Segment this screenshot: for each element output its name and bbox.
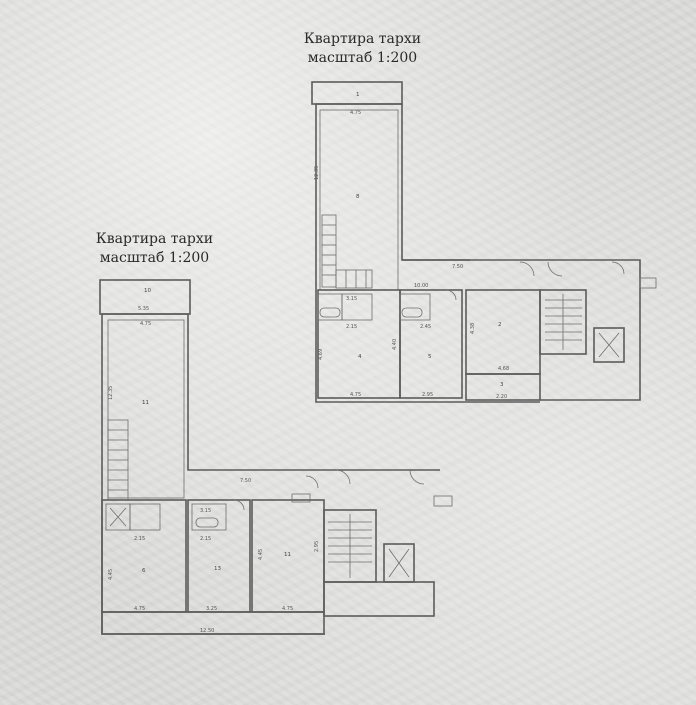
door-arc-right-1	[519, 261, 535, 277]
door-arc-right-4	[445, 289, 457, 301]
dim-right-7: 4.40	[392, 339, 398, 350]
outer-wall-left	[101, 313, 440, 635]
door-arc-left-3	[305, 475, 319, 489]
dim-left-11: 4.45	[258, 549, 264, 560]
plan-title-left: Квартира тархи масштаб 1:200	[92, 230, 217, 268]
dim-right-3: 3.15	[346, 296, 357, 302]
inner-stair-left	[107, 419, 129, 501]
room-label-left-3: 13	[214, 566, 221, 572]
dim-left-2: 12.35	[108, 386, 114, 400]
landing-left	[323, 581, 435, 617]
room-label-right-1: 8	[356, 194, 360, 200]
room-11-left	[107, 319, 185, 499]
room-label-left-2: 6	[142, 568, 146, 574]
dim-right-6: 2.45	[420, 324, 431, 330]
door-arc-right-2	[547, 261, 563, 277]
dim-right-9: 4.75	[350, 392, 361, 398]
corridor-wall-right	[402, 259, 641, 401]
plan-right: 4.75 12.35 7.50 3.15 2.15 10.00 2.45 4.4…	[311, 81, 657, 403]
dim-left-0: 5.35	[138, 306, 149, 312]
dim-right-13: 2.20	[496, 394, 507, 400]
stair-steps-left	[328, 514, 372, 578]
dim-left-9: 4.75	[282, 606, 293, 612]
room-label-right-2: 4	[358, 354, 362, 360]
plan-title-left-line2: масштаб 1:200	[99, 250, 210, 266]
dim-right-2: 7.50	[452, 264, 463, 270]
dim-right-1: 12.35	[314, 166, 320, 180]
dim-right-10: 2.95	[422, 392, 433, 398]
room-4-right	[317, 289, 401, 399]
dim-left-1: 4.75	[140, 321, 151, 327]
plan-title-right-line2: масштаб 1:200	[307, 50, 418, 66]
dim-right-0: 4.75	[350, 110, 361, 116]
room-label-right-0: 1	[356, 92, 360, 98]
dim-right-8: 4.68	[498, 366, 509, 372]
room-label-left-1: 11	[142, 400, 149, 406]
dim-left-5: 2.15	[200, 536, 211, 542]
dim-left-10: 3.15	[200, 508, 211, 514]
dim-left-8: 4.45	[108, 569, 114, 580]
room-8-right	[319, 109, 399, 291]
room-2-right	[465, 289, 541, 375]
room-3-right	[465, 373, 541, 401]
room-label-right-5: 3	[500, 382, 504, 388]
room-label-right-3: 5	[428, 354, 432, 360]
dim-left-12: 12.50	[200, 628, 214, 634]
dim-right-11: 4.69	[318, 349, 324, 360]
dim-right-4: 2.15	[346, 324, 357, 330]
bath-right-3	[399, 293, 431, 321]
dim-left-3: 7.50	[240, 478, 251, 484]
plan-title-right: Квартира тархи масштаб 1:200	[300, 30, 425, 68]
room-5-right	[399, 289, 463, 399]
dim-right-5: 10.00	[414, 283, 428, 289]
dim-left-13: 2.95	[314, 541, 320, 552]
door-arc-left-4	[233, 499, 245, 511]
room-label-left-4: 11	[284, 552, 291, 558]
dim-right-12: 4.38	[470, 323, 476, 334]
dim-left-4: 2.15	[134, 536, 145, 542]
dim-left-6: 4.75	[134, 606, 145, 612]
loggia-left	[101, 611, 325, 635]
bath-right-2	[341, 293, 373, 321]
door-arc-right-3	[611, 261, 625, 275]
stair-steps-right	[545, 294, 582, 350]
room-13-left	[187, 499, 251, 613]
door-arc-left-1	[335, 469, 351, 485]
plan-title-right-line1: Квартира тархи	[303, 31, 422, 47]
plan-left: 5.35 4.75 12.35 7.50 2.15 2.15 4.75 3.25…	[99, 279, 453, 635]
door-arc-left-2	[409, 469, 425, 485]
room-label-right-4: 2	[498, 322, 502, 328]
dim-left-7: 3.25	[206, 606, 217, 612]
room-label-left-0: 10	[144, 288, 151, 294]
stairwell-right	[539, 289, 587, 355]
plan-title-left-line1: Квартира тархи	[95, 231, 214, 247]
room-6-left	[101, 499, 187, 613]
inner-stair-right	[321, 214, 373, 289]
elevator-right	[593, 327, 625, 363]
